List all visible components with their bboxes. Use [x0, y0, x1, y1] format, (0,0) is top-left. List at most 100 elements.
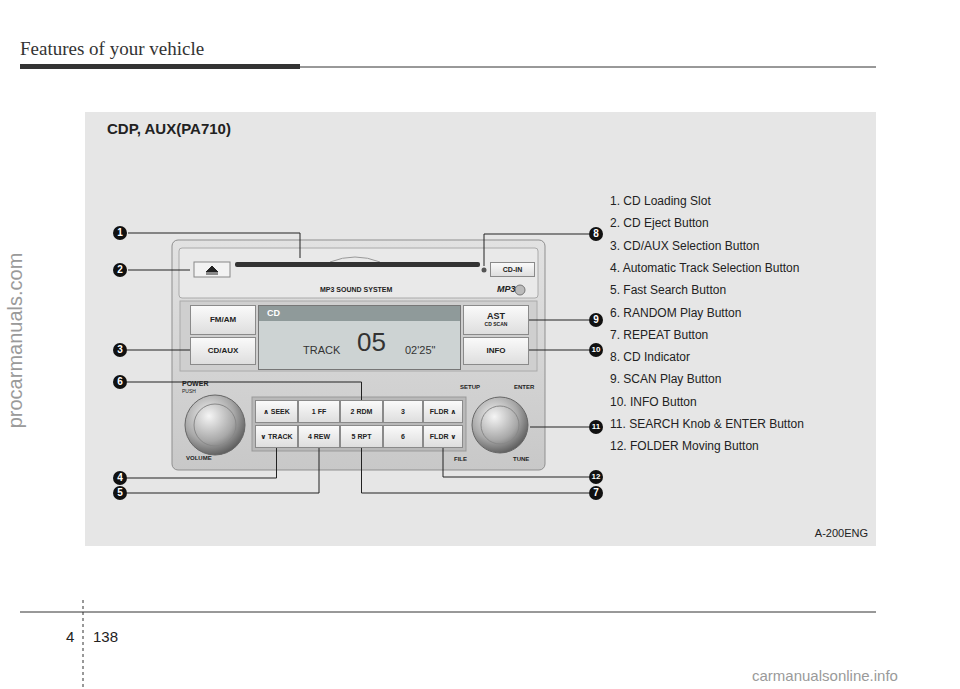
button-label: 1 FF: [312, 408, 326, 416]
eject-symbol: [206, 266, 218, 274]
page-number: 138: [93, 628, 118, 645]
callout-number: 12: [589, 470, 603, 484]
faceplate-middle: [180, 301, 537, 371]
display-text: TRACK: [303, 344, 340, 357]
callout-number: 6: [117, 377, 123, 387]
legend-item: 9. SCAN Play Button: [610, 373, 721, 387]
callout-number: 12: [592, 473, 601, 481]
callout-number: 4: [117, 473, 123, 483]
faceplate-label: VOLUME: [186, 455, 212, 462]
button-label: FM/AM: [210, 316, 236, 325]
callout-number: 5: [117, 488, 123, 498]
display-text: CD: [267, 308, 280, 318]
search-knob: [472, 397, 528, 453]
callout-number: 7: [593, 488, 599, 498]
legend-item: 11. SEARCH Knob & ENTER Button: [610, 418, 804, 432]
legend-item: 4. Automatic Track Selection Button: [610, 262, 799, 276]
display-text: 02'25": [405, 344, 435, 357]
figure-panel: CDP, AUX(PA710)1. CD Loading Slot2. CD E…: [85, 112, 876, 546]
leader-line: [127, 382, 362, 400]
callout-number: 4: [113, 471, 127, 485]
callout-number: 10: [592, 346, 601, 354]
radio-button: ∨ TRACK: [255, 425, 298, 448]
radio-button: CD-IN: [490, 262, 535, 277]
radio-button: FM/AM: [190, 305, 256, 335]
faceplate-label: TUNE: [513, 456, 529, 463]
callout-number: 1: [113, 226, 127, 240]
panel-ground: [85, 112, 876, 546]
radio-unit: MP3 SOUND SYSTEMPOWERPUSHVOLUMESETUPENTE…: [170, 240, 545, 472]
legend-item: 10. INFO Button: [610, 396, 697, 410]
legend-item: 6. RANDOM Play Button: [610, 307, 741, 321]
leader-line: [530, 427, 589, 428]
radio-button: ∧ SEEK: [255, 400, 298, 423]
search-knob-rim: [481, 406, 519, 444]
button-label: FLDR ∨: [430, 433, 456, 441]
lcd-display: CD TRACK 05 02'25": [258, 305, 461, 370]
faceplate-label: PUSH: [182, 389, 196, 395]
footer-divider: [83, 600, 84, 689]
chapter-number: 4: [66, 628, 74, 645]
footer-rule: [20, 612, 876, 613]
button-label: INFO: [486, 347, 505, 356]
callout-number: 7: [589, 486, 603, 500]
watermark: carmanualsonline.info: [752, 667, 898, 684]
button-bank: [252, 397, 466, 451]
button-label: 6: [401, 433, 405, 441]
watermark: procarmanuals.com: [5, 252, 28, 428]
callout-number: 2: [117, 265, 123, 275]
callout-number: 3: [113, 343, 127, 357]
radio-button: 2 RDM: [340, 400, 383, 423]
page-title: Features of your vehicle: [20, 38, 204, 60]
radio-button: ASTCD SCAN: [463, 305, 529, 335]
faceplate-label: FILE: [454, 456, 467, 463]
leader-line: [128, 233, 300, 258]
button-label: 5 RPT: [352, 433, 372, 441]
volume-knob-rim: [194, 404, 236, 446]
cd-indicator: [482, 268, 487, 273]
button-label: ∨ TRACK: [260, 433, 292, 441]
radio-button: FLDR ∨: [423, 425, 463, 448]
callout-number: 5: [113, 486, 127, 500]
callout-number: 2: [113, 263, 127, 277]
callout-number: 9: [593, 315, 599, 325]
callout-number: 10: [589, 343, 603, 357]
callout-number: 8: [589, 227, 603, 241]
radio-button: CD/AUX: [190, 337, 256, 365]
display-text: 05: [357, 328, 386, 358]
button-label: 2 RDM: [351, 408, 373, 416]
radio-button: 6: [383, 425, 423, 448]
leader-line: [127, 448, 319, 493]
leader-line: [127, 350, 190, 351]
callout-number: 9: [589, 313, 603, 327]
leader-line: [128, 270, 190, 271]
slot-bump: [330, 257, 380, 262]
callout-number: 6: [113, 375, 127, 389]
leader-line: [443, 448, 589, 477]
callout-number: 8: [593, 229, 599, 239]
figure-heading: CDP, AUX(PA710): [107, 120, 231, 137]
legend-item: 8. CD Indicator: [610, 351, 690, 365]
mp3-disc: [515, 285, 525, 295]
radio-button: FLDR ∧: [423, 400, 463, 423]
radio-button: 1 FF: [298, 400, 340, 423]
callout-number: 11: [589, 420, 603, 434]
legend-item: 3. CD/AUX Selection Button: [610, 240, 759, 254]
button-label: 3: [401, 408, 405, 416]
legend-item: 7. REPEAT Button: [610, 329, 708, 343]
volume-knob: [185, 395, 245, 455]
cd-slot: [235, 262, 480, 267]
legend-item: 12. FOLDER Moving Button: [610, 440, 759, 454]
faceplate-label: ENTER: [514, 384, 534, 391]
leader-line: [362, 448, 590, 493]
leader-line: [529, 350, 589, 351]
legend-item: 2. CD Eject Button: [610, 217, 709, 231]
legend-item: 5. Fast Search Button: [610, 284, 726, 298]
header-bar: [20, 64, 300, 69]
button-label: 4 REW: [308, 433, 330, 441]
radio-button: 4 REW: [298, 425, 340, 448]
button-label: FLDR ∧: [430, 408, 456, 416]
logo-text: MP3: [497, 284, 516, 294]
button-label: ∧ SEEK: [263, 408, 290, 416]
header-rule: [300, 67, 876, 68]
